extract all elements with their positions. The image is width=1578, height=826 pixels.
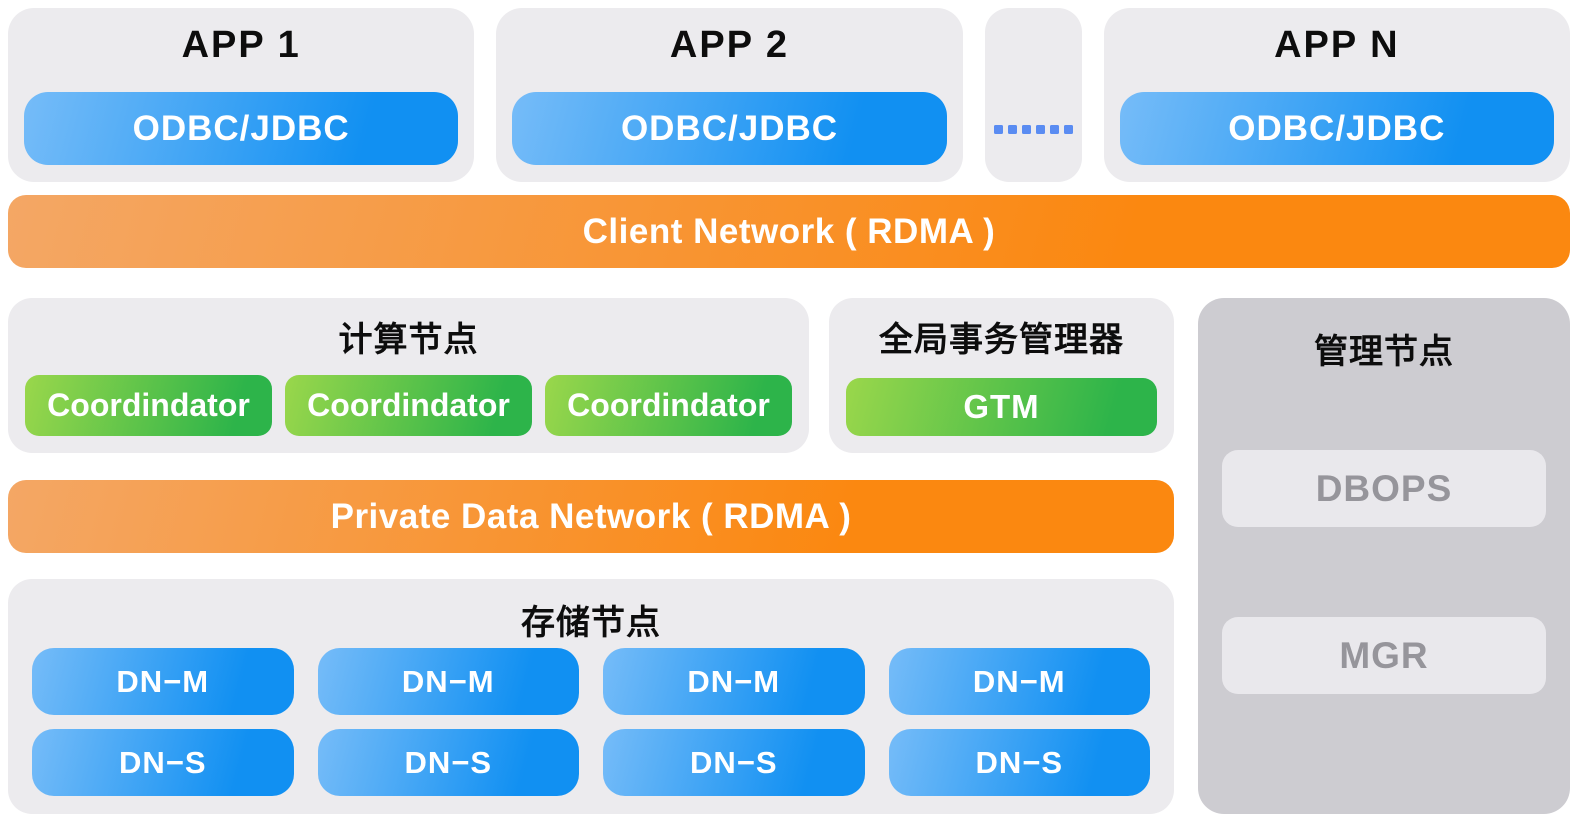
storage-node-title: 存储节点	[521, 604, 661, 642]
management-node-panel: 管理节点 DBOPS MGR	[1198, 298, 1570, 814]
compute-node-title: 计算节点	[338, 321, 479, 359]
apps-ellipsis-box	[984, 8, 1082, 182]
dn-slave-pill-4: DN−S	[888, 729, 1150, 796]
management-node-title: 管理节点	[1314, 333, 1454, 371]
appN-box: APP N ODBC/JDBC	[1103, 8, 1570, 182]
left-column: 计算节点 Coordindator Coordindator Coordinda…	[8, 298, 1174, 814]
appN-title: APP N	[1274, 24, 1400, 66]
app2-title: APP 2	[669, 24, 790, 66]
dn-master-pill-4: DN−M	[888, 648, 1150, 715]
dn-slave-pill-3: DN−S	[603, 729, 865, 796]
apps-row: APP 1 ODBC/JDBC APP 2 ODBC/JDBC APP N OD…	[8, 8, 1570, 182]
ellipsis-dot	[1021, 125, 1031, 134]
dn-slave-pill-1: DN−S	[32, 729, 294, 796]
main-area: 计算节点 Coordindator Coordindator Coordinda…	[8, 298, 1570, 814]
dn-master-pill-1: DN−M	[32, 648, 294, 715]
mgr-pill: MGR	[1222, 617, 1546, 694]
storage-node-panel: 存储节点 DN−M DN−M DN−M DN−M DN−S DN−S DN−S …	[8, 579, 1174, 814]
private-data-network-bar: Private Data Network ( RDMA )	[8, 480, 1174, 553]
ellipsis-dot	[993, 125, 1003, 134]
gtm-pill: GTM	[846, 378, 1157, 436]
dn-grid: DN−M DN−M DN−M DN−M DN−S DN−S DN−S DN−S	[24, 648, 1158, 796]
app1-box: APP 1 ODBC/JDBC	[8, 8, 475, 182]
app2-odbc-jdbc-pill: ODBC/JDBC	[512, 92, 947, 165]
ellipsis-dot	[1049, 125, 1059, 134]
dbops-pill: DBOPS	[1222, 450, 1546, 527]
gtm-panel: 全局事务管理器 GTM	[829, 298, 1174, 453]
app1-odbc-jdbc-pill: ODBC/JDBC	[24, 92, 459, 165]
gtm-panel-title: 全局事务管理器	[879, 321, 1124, 359]
coordinator-pill-2: Coordindator	[285, 375, 532, 436]
client-network-bar: Client Network ( RDMA )	[8, 195, 1570, 268]
compute-node-panel: 计算节点 Coordindator Coordindator Coordinda…	[8, 298, 809, 453]
coordinator-pill-3: Coordindator	[545, 375, 792, 436]
app2-box: APP 2 ODBC/JDBC	[496, 8, 963, 182]
dn-master-pill-2: DN−M	[317, 648, 579, 715]
ellipsis-dot	[1007, 125, 1017, 134]
coordinator-pill-1: Coordindator	[25, 375, 272, 436]
ellipsis-dot	[1063, 125, 1073, 134]
compute-gtm-row: 计算节点 Coordindator Coordindator Coordinda…	[8, 298, 1174, 453]
app1-title: APP 1	[181, 24, 301, 66]
ellipsis-dot	[1035, 125, 1045, 134]
dn-slave-pill-2: DN−S	[317, 729, 579, 796]
coordinator-row: Coordindator Coordindator Coordindator	[25, 375, 792, 436]
appN-odbc-jdbc-pill: ODBC/JDBC	[1119, 92, 1554, 165]
dn-master-pill-3: DN−M	[603, 648, 865, 715]
ellipsis-dots-icon	[985, 125, 1082, 134]
